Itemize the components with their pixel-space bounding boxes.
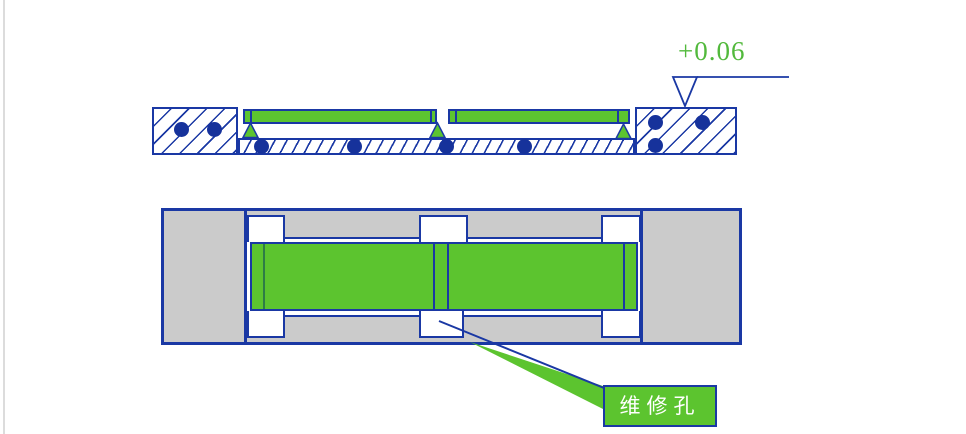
- section-base-strip: [238, 138, 635, 155]
- left-end-divider-line: [244, 208, 247, 345]
- support-triangle-icon: [614, 122, 633, 140]
- section-left-end-block: [152, 107, 238, 155]
- board-edge-line: [263, 244, 265, 309]
- access-notch-top-left: [247, 215, 285, 242]
- pcb-board-section-left: [243, 109, 437, 124]
- rivet-dot: [648, 138, 663, 153]
- board-segment-line: [447, 244, 449, 309]
- board-segment-line: [623, 244, 625, 309]
- board-segment-line: [250, 111, 252, 122]
- pcb-board-plan: [250, 242, 638, 311]
- access-notch-bottom-middle: [419, 311, 464, 338]
- page-edge-line: [3, 0, 5, 434]
- rivet-dot: [517, 139, 532, 154]
- access-notch-top-right: [601, 215, 641, 242]
- access-notch-bottom-left: [247, 311, 285, 338]
- rivet-dot: [174, 122, 189, 137]
- rivet-dot: [347, 139, 362, 154]
- callout-leader-wedge: [470, 342, 603, 409]
- callout-label: 维修孔: [619, 394, 701, 418]
- board-segment-line: [430, 111, 432, 122]
- rivet-dot: [695, 115, 710, 130]
- pcb-board-section-right: [448, 109, 630, 124]
- board-segment-line: [617, 111, 619, 122]
- rivet-dot: [254, 139, 269, 154]
- support-triangle-icon: [241, 121, 260, 139]
- rivet-dot: [439, 139, 454, 154]
- rivet-dot: [207, 122, 222, 137]
- access-notch-top-middle: [419, 215, 468, 242]
- rivet-dot: [648, 115, 663, 130]
- access-notch-bottom-right: [601, 311, 641, 338]
- support-triangle-icon: [428, 121, 447, 139]
- right-end-divider-line: [640, 208, 643, 345]
- surface-finish-icon: [671, 76, 699, 109]
- board-segment-line: [433, 244, 435, 309]
- callout-box: 维修孔: [603, 385, 717, 427]
- tolerance-label: +0.06: [678, 36, 746, 66]
- board-segment-line: [455, 111, 457, 122]
